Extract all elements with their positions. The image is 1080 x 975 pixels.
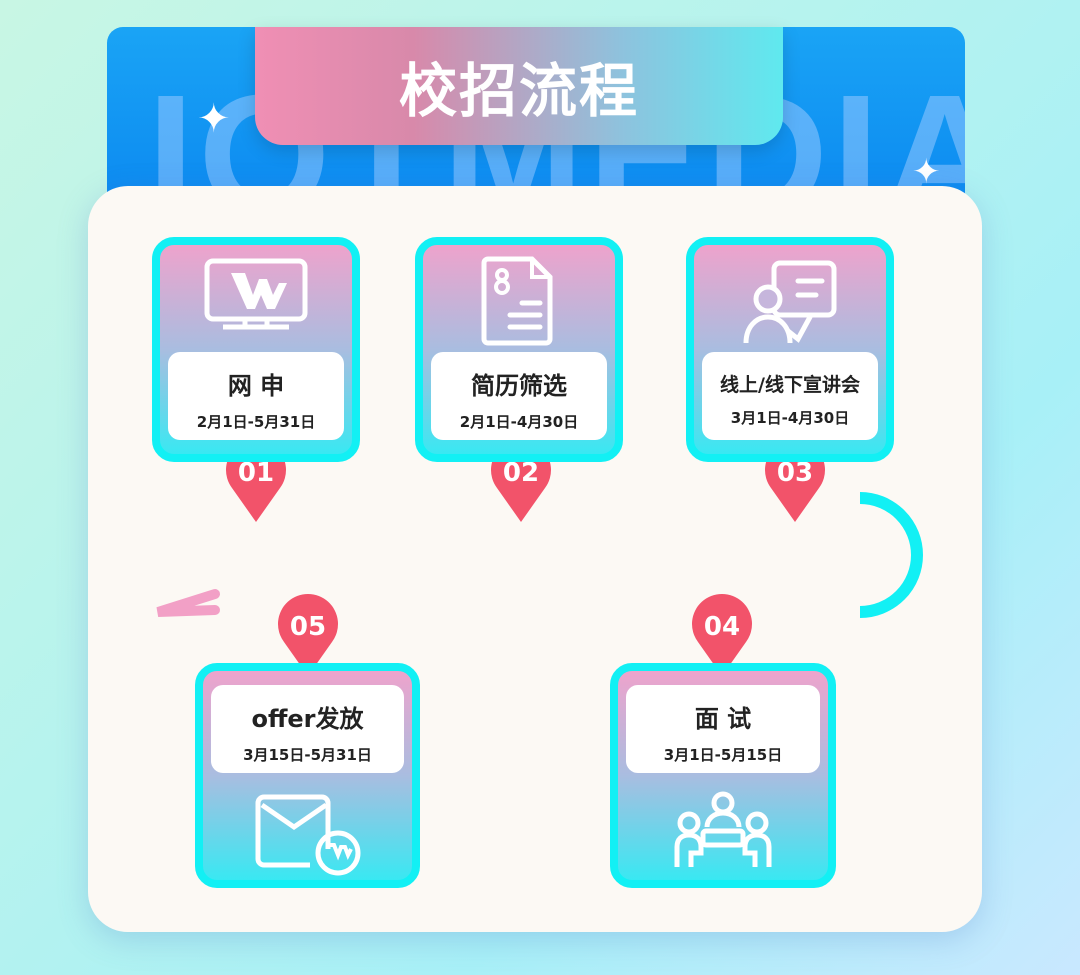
step-dates: 2月1日-4月30日 (459, 413, 579, 431)
map-pin-icon (278, 594, 338, 676)
step-title: 简历筛选 (471, 372, 567, 400)
step-card-4: 面 试 3月1日-5月15日 (610, 663, 836, 888)
step-title: offer发放 (251, 705, 364, 733)
mail-logo-icon (255, 794, 360, 876)
step-dates: 3月1日-5月15日 (663, 746, 783, 764)
monitor-logo-icon (204, 258, 308, 330)
step-title: 线上/线下宣讲会 (720, 374, 860, 396)
step-card-5: offer发放 3月15日-5月31日 (195, 663, 420, 888)
arrow-head-icon (156, 589, 220, 617)
step-card-3: 线上/线下宣讲会 3月1日-4月30日 (686, 237, 894, 462)
step-title: 网 申 (227, 372, 285, 400)
step-label-box: 线上/线下宣讲会 3月1日-4月30日 (702, 352, 878, 440)
track-curve (859, 492, 923, 618)
step-number: 02 (503, 458, 539, 488)
step-label-box: 面 试 3月1日-5月15日 (626, 685, 820, 773)
title-banner: 校招流程 (255, 27, 783, 145)
step-pin-04: 04 (692, 594, 753, 676)
map-pin-icon (692, 594, 753, 676)
step-pin-05: 05 (278, 594, 338, 676)
step-dates: 3月15日-5月31日 (243, 746, 372, 764)
sparkle-icon: ✦ (912, 152, 941, 192)
step-dates: 3月1日-4月30日 (730, 409, 850, 427)
sparkle-icon: ✦ (197, 96, 231, 142)
step-number: 04 (704, 612, 740, 642)
page-title: 校招流程 (398, 57, 639, 125)
step-number: 05 (290, 612, 326, 642)
step-title: 面 试 (694, 705, 752, 733)
step-number: 01 (238, 458, 274, 488)
step-label-box: 简历筛选 2月1日-4月30日 (431, 352, 607, 440)
step-label-box: 网 申 2月1日-5月31日 (168, 352, 344, 440)
step-dates: 2月1日-5月31日 (196, 413, 316, 431)
step-number: 03 (777, 458, 813, 488)
step-card-2: 简历筛选 2月1日-4月30日 (415, 237, 623, 462)
step-card-1: 网 申 2月1日-5月31日 (152, 237, 360, 462)
step-label-box: offer发放 3月15日-5月31日 (211, 685, 404, 773)
resume-document-icon (481, 256, 553, 346)
presenter-icon (743, 260, 837, 344)
meeting-icon (674, 791, 772, 867)
